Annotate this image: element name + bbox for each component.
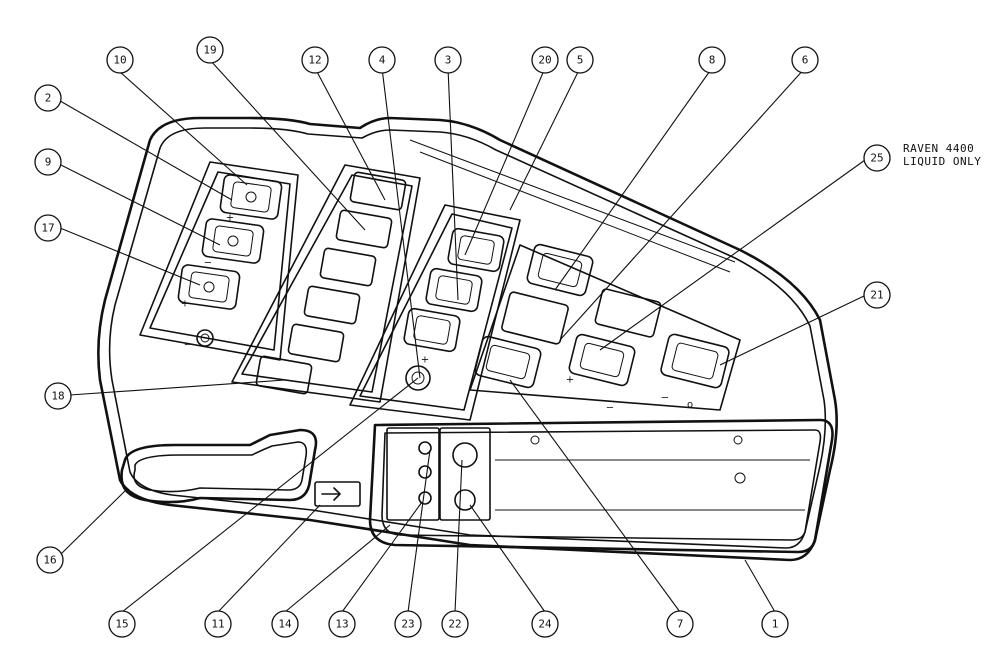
callout-5-label: 5: [577, 54, 584, 67]
callout-2-label: 2: [45, 92, 52, 105]
left-switch-panel: [139, 161, 299, 361]
switch-blank-2[interactable]: [594, 288, 662, 338]
callout-9: 9: [34, 148, 62, 176]
zero-mark: o: [687, 400, 693, 411]
callout-20: 20: [531, 46, 559, 74]
callout-10: 10: [106, 46, 134, 74]
callout-21: 21: [863, 281, 891, 309]
callout-18-label: 18: [51, 390, 64, 403]
callout-25: 25: [863, 144, 891, 172]
callout-12: 12: [301, 46, 329, 74]
callout-19: 19: [196, 36, 224, 64]
callout-11-label: 11: [211, 618, 224, 631]
callout-12-label: 12: [308, 54, 321, 67]
callout-7-label: 7: [677, 618, 684, 631]
callout-7: 7: [666, 610, 694, 638]
decal-11: [314, 481, 361, 507]
callout-15: 15: [108, 610, 136, 638]
switch-12[interactable]: [335, 209, 393, 249]
callout-2: 2: [34, 84, 62, 112]
switch-25[interactable]: [568, 333, 636, 387]
callout-balloons: 10 19 12 4 3 20 5 8 6 2 9 17 25 21 18 16…: [34, 36, 891, 638]
callout-23: 23: [394, 610, 422, 638]
callout-6: 6: [791, 46, 819, 74]
callout-8-label: 8: [709, 54, 716, 67]
callout-19-label: 19: [203, 44, 216, 57]
switch-17[interactable]: [177, 264, 241, 310]
panel-marks: + − + − + + − − o: [181, 213, 693, 414]
callout-1-label: 1: [772, 618, 779, 631]
minus-mark: −: [661, 393, 669, 404]
callout-13-label: 13: [335, 618, 348, 631]
callout-22: 22: [441, 610, 469, 638]
callout-8: 8: [698, 46, 726, 74]
minus-mark: −: [184, 340, 192, 351]
callout-1: 1: [761, 610, 789, 638]
plus-mark: +: [566, 375, 574, 386]
callout-3: 3: [434, 46, 462, 74]
button-24[interactable]: [454, 489, 476, 511]
callout-4-label: 4: [379, 54, 386, 67]
callout-18: 18: [44, 382, 72, 410]
callout-24-label: 24: [538, 618, 552, 631]
cutout-16: [120, 428, 318, 504]
knob-left[interactable]: [196, 329, 214, 347]
callout-10-label: 10: [113, 54, 126, 67]
callout-9-label: 9: [45, 156, 52, 169]
indicator-23: [418, 441, 432, 455]
indicator-subpanel: [386, 427, 491, 521]
middle-switch-column: [231, 164, 421, 403]
switch-20[interactable]: [403, 307, 461, 353]
callout-17-label: 17: [41, 222, 54, 235]
callout-15-label: 15: [115, 618, 128, 631]
callout-6-label: 6: [802, 54, 809, 67]
callout-14-label: 14: [278, 618, 292, 631]
leader-lines: [54, 59, 867, 613]
switch-blank-1[interactable]: [501, 291, 569, 345]
callout-4: 4: [368, 46, 396, 74]
switch-2[interactable]: [219, 174, 283, 220]
callout-16: 16: [36, 546, 64, 574]
callout-24: 24: [531, 610, 559, 638]
callout-17: 17: [34, 214, 62, 242]
right-switch-group: [469, 243, 741, 411]
minus-mark: −: [204, 258, 212, 269]
callout-11: 11: [204, 610, 232, 638]
note-line-1: RAVEN 4400: [903, 142, 974, 155]
callout-3-label: 3: [445, 54, 452, 67]
callout-22-label: 22: [448, 618, 461, 631]
plus-mark: +: [181, 299, 189, 310]
switch-4[interactable]: [425, 267, 483, 313]
callout-16-label: 16: [43, 554, 56, 567]
callout-20-label: 20: [538, 54, 551, 67]
callout-21-label: 21: [870, 289, 883, 302]
indicator-13: [418, 491, 432, 505]
button-22[interactable]: [452, 442, 478, 468]
callout-14: 14: [271, 610, 299, 638]
minus-mark: −: [606, 403, 614, 414]
center-switch-panel: [349, 204, 521, 421]
callout-23-label: 23: [401, 618, 414, 631]
callout-13: 13: [328, 610, 356, 638]
plus-mark: +: [226, 213, 234, 224]
console-housing: [97, 116, 838, 562]
switch-3[interactable]: [447, 227, 505, 273]
callout-5: 5: [566, 46, 594, 74]
switch-7[interactable]: [474, 335, 542, 389]
switch-18[interactable]: [255, 355, 313, 395]
note-line-2: LIQUID ONLY: [903, 155, 981, 168]
switch-21[interactable]: [660, 333, 730, 389]
plus-mark: +: [421, 355, 429, 366]
callout-25-label: 25: [870, 152, 883, 165]
